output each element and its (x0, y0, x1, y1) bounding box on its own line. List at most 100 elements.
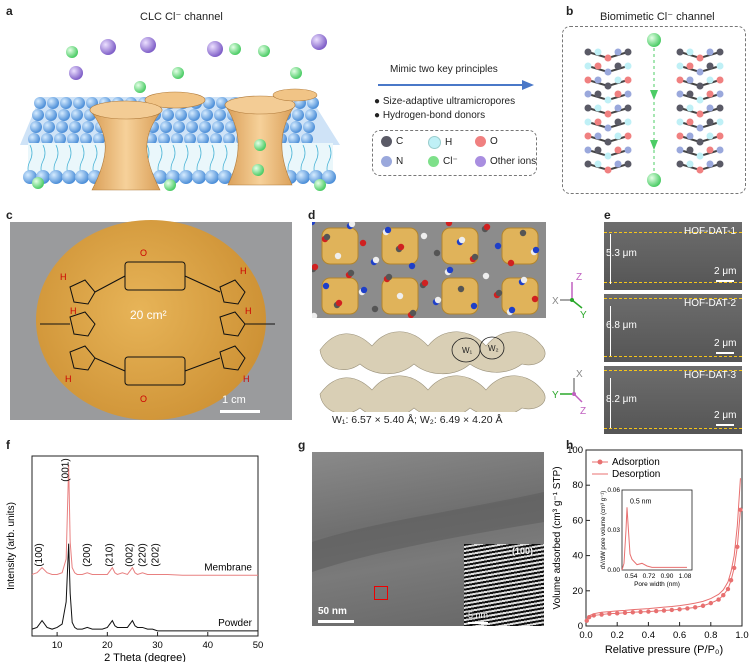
legend-c: C (381, 136, 403, 147)
inset-ylabel: dV/dW pore volume (cm³ g⁻¹) (601, 491, 607, 570)
isotherm-point (615, 611, 620, 616)
pore-structure-view (312, 222, 546, 318)
xrd-peak-label: (202) (151, 543, 162, 566)
isotherm-series-desorption (586, 478, 741, 621)
xrd-peak-label: (210) (104, 543, 115, 566)
biomimetic-channel-frame (562, 26, 746, 194)
isotherm-ytick: 20 (572, 586, 583, 597)
inset-xtick: 0.72 (643, 573, 656, 580)
sem-thickness-arrow-2 (610, 306, 611, 356)
legend-cl: Cl⁻ (428, 156, 458, 167)
isotherm-ytick: 40 (572, 551, 583, 562)
membrane-area-label: 20 cm² (130, 308, 167, 322)
inset-xtick: 0.90 (661, 573, 674, 580)
pore-window-caption: W₁: 6.57 × 5.40 Å; W₂: 6.49 × 4.20 Å (332, 414, 503, 426)
sem-sample-name-2: HOF-DAT-2 (684, 298, 737, 309)
clc-channel-illustration (20, 34, 340, 191)
inset-xtick: 1.08 (679, 573, 692, 580)
isotherm-point (638, 609, 643, 615)
panel-label-h: h (566, 438, 574, 452)
sem-sample-name-1: HOF-DAT-1 (684, 226, 737, 237)
xrd-xtick: 10 (52, 640, 63, 651)
svg-text:H: H (243, 374, 250, 384)
isotherm-point (708, 600, 713, 606)
principle-1-text: Size-adaptive ultramicropores (382, 96, 516, 107)
panel-b-title: Biomimetic Cl⁻ channel (600, 11, 715, 23)
membrane-disc (36, 220, 266, 420)
isotherm-plot-frame (585, 449, 743, 627)
xrd-series-label-powder: Powder (218, 618, 253, 629)
principle-2-text: Hydrogen-bond donors (382, 110, 486, 121)
isotherm-xtick: 1.0 (735, 630, 748, 641)
inset-psd-line (621, 507, 687, 571)
tem-selection-box (374, 586, 388, 600)
w2-label: W₂ (488, 344, 499, 353)
isotherm-xtick: 0.6 (673, 630, 686, 641)
hof-structure-icon: HHH HHH OO (40, 248, 275, 404)
isotherm-point (735, 544, 740, 549)
isotherm-xtick: 0.0 (579, 630, 592, 641)
sem-image-2: HOF-DAT-2 6.8 μm 2 μm (604, 294, 742, 362)
legend-o: O (475, 136, 498, 147)
isotherm-point (693, 605, 698, 610)
w1-label: W₁ (462, 346, 473, 355)
sem-thickness-arrow-3 (610, 378, 611, 428)
xrd-xtick: 50 (253, 640, 264, 651)
isotherm-ytick: 80 (572, 480, 583, 491)
xrd-plot-frame (31, 455, 259, 637)
isotherm-ytick: 60 (572, 515, 583, 526)
axis-x-bottom: X (576, 369, 583, 380)
sem-image-3: HOF-DAT-3 8.2 μm 2 μm (604, 366, 742, 434)
xrd-xtick: 40 (202, 640, 213, 651)
xrd-series-powder (31, 543, 258, 632)
panel-label-f: f (6, 438, 10, 452)
xrd-ylabel: Intensity (arb. units) (6, 502, 17, 590)
panel-a-title: CLC Cl⁻ channel (140, 11, 223, 23)
svg-text:H: H (70, 306, 77, 316)
sem-scale-label-1: 2 μm (714, 266, 737, 277)
inset-xlabel: Pore width (nm) (634, 581, 680, 588)
tem-scale-bar (318, 620, 354, 623)
panel-label-b: b (566, 4, 574, 18)
sem-scale-bar-3 (716, 424, 734, 426)
tem-inset-label: (100) (512, 546, 534, 556)
isotherm-legend-adsorption: Adsorption (612, 457, 660, 468)
sem-scale-label-3: 2 μm (714, 410, 737, 421)
sem-sample-name-3: HOF-DAT-3 (684, 370, 737, 381)
legend-n: N (381, 156, 403, 167)
axis-z-bottom: Z (580, 406, 586, 417)
xrd-xlabel: 2 Theta (degree) (104, 652, 186, 662)
isotherm-xtick: 0.8 (704, 630, 717, 641)
panel-c-scale-bar (220, 410, 260, 413)
svg-text:H: H (245, 306, 252, 316)
inset-ytick: 0.00 (607, 567, 620, 574)
tem-image: (100) 5 nm 50 nm (312, 452, 544, 626)
axis-z-top: Z (576, 272, 582, 283)
tem-scale-label: 50 nm (318, 606, 347, 617)
legend-other-ions: Other ions (475, 156, 536, 167)
svg-text:O: O (140, 248, 147, 258)
xrd-series-label-membrane: Membrane (204, 562, 252, 573)
inset-plot-frame (621, 489, 693, 571)
isotherm-point (646, 609, 651, 614)
isotherm-point (728, 578, 734, 583)
isotherm-ytick: 100 (567, 445, 583, 456)
panel-label-a: a (6, 4, 13, 18)
isotherm-point (721, 593, 726, 598)
inset-peak-label: 0.5 nm (630, 498, 652, 505)
svg-text:H: H (240, 266, 247, 276)
tem-inset-scale-bar (468, 622, 488, 624)
panel-label-e: e (604, 208, 611, 222)
principle-1: ● Size-adaptive ultramicropores (374, 96, 516, 107)
isotherm-point (654, 608, 659, 614)
sem-thickness-1: 5.3 μm (606, 248, 637, 259)
xrd-peak-label: (220) (138, 543, 149, 566)
biomimetic-channel-illustration (584, 33, 724, 187)
sem-thickness-3: 8.2 μm (606, 394, 637, 405)
isotherm-point (738, 507, 743, 513)
axis-triad-top: Z X Y (552, 272, 587, 320)
isotherm-point (669, 607, 674, 613)
